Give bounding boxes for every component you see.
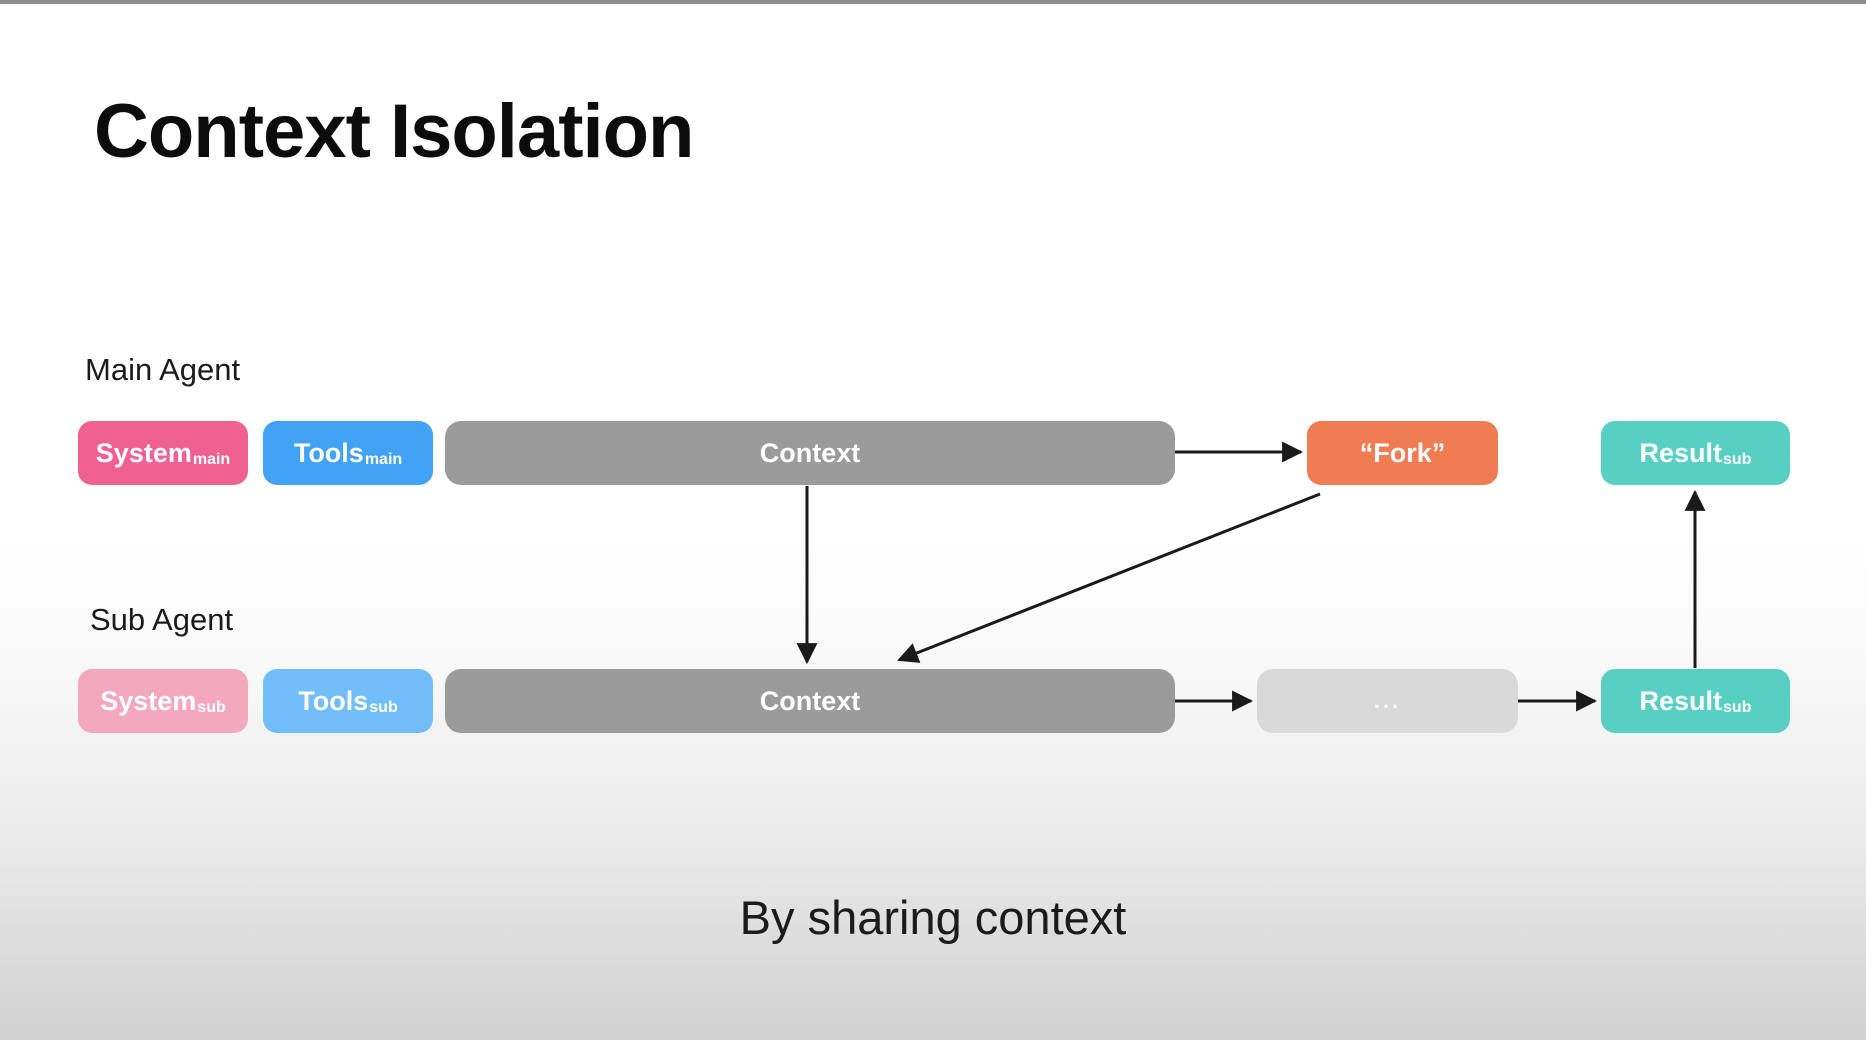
ellipsis-box-label: ...: [1373, 688, 1402, 713]
fork-box: “Fork”: [1307, 421, 1498, 485]
context-sub-box-label: Context: [759, 685, 861, 716]
tools-main-box-label: Tools: [293, 437, 364, 468]
tools-sub-box-subscript: sub: [369, 699, 398, 716]
arrow-fork-to-context-sub: [897, 492, 1321, 663]
context-main-box-label: Context: [759, 437, 861, 468]
tools-main-box-subscript: main: [364, 451, 403, 468]
result-sub-bottom-box-label: Result: [1639, 685, 1723, 716]
slide-title: Context Isolation: [94, 89, 694, 174]
system-sub-box-subscript: sub: [197, 699, 226, 716]
fork-box-label: “Fork”: [1359, 437, 1446, 468]
slide-caption: By sharing context: [739, 891, 1127, 944]
result-sub-top-box-subscript: sub: [1723, 451, 1752, 468]
result-sub-top-box-label: Result: [1639, 437, 1723, 468]
context-sub-box: Context: [445, 669, 1175, 733]
top-edge-bar: [0, 0, 1866, 4]
system-main-box-label: System: [95, 437, 192, 468]
context-main-box: Context: [445, 421, 1175, 485]
system-sub-box-label: System: [100, 685, 197, 716]
main-agent-label: Main Agent: [85, 352, 241, 387]
ellipsis-box: ...: [1257, 669, 1518, 733]
result-sub-bottom-box-subscript: sub: [1723, 699, 1752, 716]
tools-sub-box-label: Tools: [298, 685, 369, 716]
system-main-box-subscript: main: [192, 451, 231, 468]
sub-agent-label: Sub Agent: [90, 602, 234, 637]
